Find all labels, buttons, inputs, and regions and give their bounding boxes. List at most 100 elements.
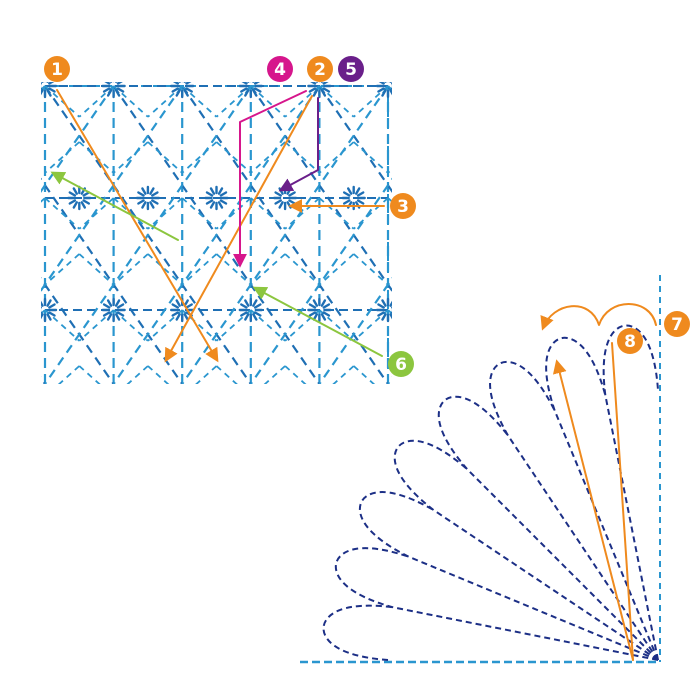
star-burst bbox=[307, 297, 332, 323]
star-burst bbox=[375, 297, 392, 323]
svg-text:4: 4 bbox=[274, 60, 286, 80]
asanoha-stitch-lines bbox=[41, 85, 456, 397]
pattern-diagonal-line bbox=[41, 85, 46, 94]
pattern-diagonal-line bbox=[41, 85, 184, 293]
pattern-inner-edge bbox=[215, 365, 238, 384]
fan-petal bbox=[545, 336, 607, 411]
fan-petal bbox=[334, 547, 409, 609]
pattern-inner-edge bbox=[181, 253, 218, 286]
pattern-inner-edge bbox=[57, 365, 80, 384]
pattern-inner-edge bbox=[44, 197, 80, 230]
star-burst bbox=[238, 82, 263, 99]
star-burst bbox=[169, 82, 195, 99]
svg-text:6: 6 bbox=[395, 355, 407, 375]
fan-rib bbox=[604, 394, 659, 661]
route-1-arrow bbox=[56, 89, 219, 363]
pattern-inner-edge bbox=[112, 85, 149, 118]
pattern-inner-edge bbox=[250, 253, 286, 286]
pattern-inner-edge bbox=[284, 365, 307, 384]
step-badge-4: 4 bbox=[267, 56, 293, 82]
fan-rib bbox=[432, 509, 659, 661]
pattern-inner-edge bbox=[353, 253, 389, 286]
pattern-inner-edge bbox=[147, 365, 170, 384]
route-7-arrow bbox=[540, 303, 657, 331]
fan-petals bbox=[322, 324, 659, 661]
star-burst bbox=[272, 185, 298, 211]
pattern-inner-edge bbox=[284, 141, 321, 174]
fan-rib bbox=[553, 410, 659, 661]
pattern-inner-edge bbox=[284, 253, 321, 286]
pattern-inner-edge bbox=[41, 309, 46, 315]
star-burst bbox=[101, 297, 126, 323]
pattern-inner-edge bbox=[181, 85, 218, 118]
star-burst bbox=[307, 82, 332, 99]
pattern-inner-edge bbox=[181, 141, 218, 174]
step-badge-3: 3 bbox=[390, 193, 416, 219]
pattern-inner-edge bbox=[44, 85, 80, 118]
step-badge-8: 8 bbox=[617, 328, 643, 354]
pattern-inner-edge bbox=[387, 279, 392, 286]
pattern-inner-edge bbox=[215, 85, 252, 118]
pattern-inner-edge bbox=[250, 141, 286, 174]
star-burst bbox=[67, 185, 92, 211]
fan-rib bbox=[408, 555, 659, 661]
pattern-inner-edge bbox=[387, 85, 392, 91]
pattern-inner-edge bbox=[250, 197, 286, 230]
fan-petal bbox=[393, 439, 468, 511]
pattern-inner-edge bbox=[78, 253, 115, 286]
pattern-inner-edge bbox=[387, 309, 392, 315]
svg-text:1: 1 bbox=[51, 60, 63, 80]
pattern-inner-edge bbox=[215, 253, 252, 286]
pattern-inner-edge bbox=[284, 309, 321, 342]
pattern-inner-edge bbox=[387, 167, 392, 174]
pattern-inner-edge bbox=[215, 309, 252, 342]
pattern-inner-edge bbox=[44, 253, 80, 286]
pattern-inner-edge bbox=[422, 142, 456, 173]
star-burst bbox=[375, 82, 392, 99]
pattern-inner-edge bbox=[147, 85, 183, 118]
pattern-inner-edge bbox=[112, 141, 149, 174]
pattern-inner-edge bbox=[147, 141, 183, 174]
route-6a-arrow bbox=[50, 171, 179, 241]
fan-petal bbox=[322, 604, 394, 661]
pattern-inner-edge bbox=[318, 309, 355, 342]
pattern-diagonal-line bbox=[41, 376, 46, 384]
step-badge-2: 2 bbox=[307, 56, 333, 82]
star-burst bbox=[135, 185, 161, 211]
fan-petal bbox=[437, 395, 509, 470]
svg-text:3: 3 bbox=[397, 197, 409, 217]
stitch-route-arrows bbox=[50, 89, 657, 661]
pattern-inner-edge bbox=[147, 197, 183, 230]
fan-rib bbox=[507, 434, 659, 661]
pattern-diagonal-line bbox=[387, 85, 392, 94]
pattern-inner-edge bbox=[353, 197, 389, 230]
pattern-inner-edge bbox=[112, 309, 149, 342]
pattern-diagonal-line bbox=[41, 276, 115, 384]
step-badge-1: 1 bbox=[44, 56, 70, 82]
pattern-inner-edge bbox=[147, 309, 183, 342]
pattern-inner-edge bbox=[126, 365, 149, 384]
pattern-inner-edge bbox=[195, 365, 218, 384]
fan-petal bbox=[489, 360, 556, 436]
pattern-inner-edge bbox=[78, 197, 115, 230]
fan-petal bbox=[358, 491, 434, 558]
pattern-inner-edge bbox=[353, 85, 389, 118]
pattern-diagonal-line bbox=[387, 376, 392, 384]
step-badge-6: 6 bbox=[388, 351, 414, 377]
pattern-inner-edge bbox=[353, 309, 389, 342]
pattern-inner-edge bbox=[332, 365, 355, 384]
pattern-inner-edge bbox=[215, 141, 252, 174]
star-burst bbox=[41, 82, 58, 99]
star-burst bbox=[204, 185, 229, 211]
pattern-inner-edge bbox=[263, 365, 286, 384]
pattern-diagonal-line bbox=[249, 177, 392, 384]
pattern-diagonal-line bbox=[41, 177, 184, 384]
pattern-inner-edge bbox=[353, 365, 376, 384]
pattern-inner-edge bbox=[422, 366, 456, 397]
step-badges: 1 4 2 5 3 6 7 8 bbox=[44, 56, 690, 377]
step-badge-7: 7 bbox=[664, 311, 690, 337]
pattern-inner-edge bbox=[284, 197, 321, 230]
fan-rib bbox=[392, 606, 659, 661]
pattern-inner-edge bbox=[78, 365, 101, 384]
